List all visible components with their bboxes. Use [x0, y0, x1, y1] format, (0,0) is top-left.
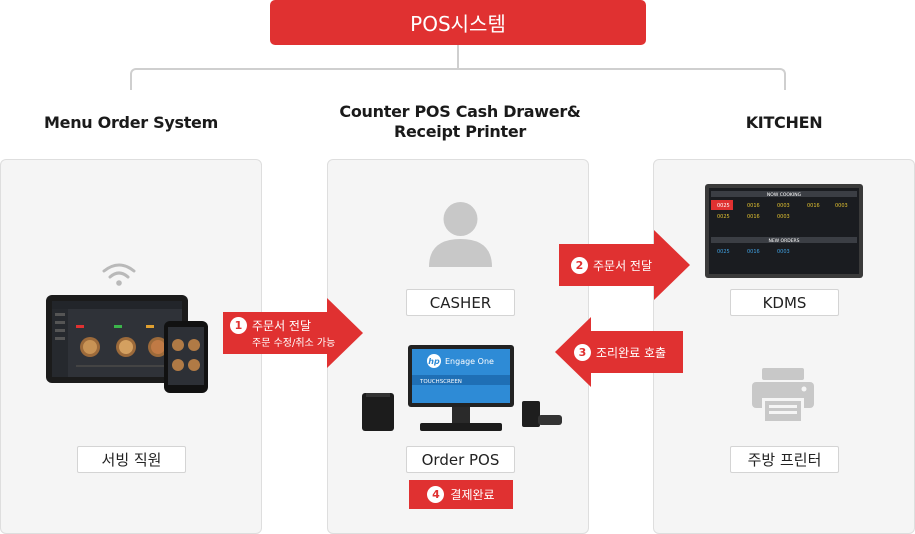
column-title-line1: Counter POS Cash Drawer&: [339, 102, 581, 121]
arrow-text: 3 조리완료 호출: [574, 331, 666, 373]
kds-cell: 0025: [717, 249, 730, 255]
kds-now-cooking: NOW COOKING: [767, 192, 802, 198]
arrow-text: 2 주문서 전달: [571, 244, 652, 286]
arrow-cooking-complete-3: 3 조리완료 호출: [555, 317, 683, 387]
kds-cell: 0003: [777, 214, 790, 220]
arrow-1-label: 주문서 전달: [252, 319, 312, 333]
arrow-head: [327, 298, 363, 368]
user-icon: [429, 202, 492, 267]
kds-cell: 0025: [717, 214, 730, 220]
column-title-menu-order: Menu Order System: [44, 113, 218, 132]
printer-icon: [752, 368, 814, 424]
kitchen-printer-label: 주방 프린터: [730, 446, 839, 473]
step-1-number: 1: [230, 317, 247, 334]
arrow-2-label: 주문서 전달: [593, 258, 653, 273]
kds-cell: 0016: [807, 203, 820, 209]
kds-cell: 0025: [717, 203, 730, 209]
arrow-order-transfer-2: 2 주문서 전달: [559, 230, 690, 300]
pos-screen-title: Engage One: [445, 357, 494, 366]
kds-cell: 0003: [777, 249, 790, 255]
order-pos-label: Order POS: [406, 446, 515, 473]
payment-complete-badge: 4 결제완료: [409, 480, 513, 509]
arrow-3-label: 조리완료 호출: [596, 345, 667, 360]
tablet-device-icon: [46, 295, 208, 393]
kds-cell: 0016: [747, 249, 760, 255]
arrow-text: 1 주문서 전달 주문 수정/취소 가능: [230, 312, 335, 354]
kdms-label: KDMS: [730, 289, 839, 316]
arrow-body: [591, 331, 683, 373]
kds-cell: 0016: [747, 214, 760, 220]
connector-horizontal: [130, 68, 786, 90]
serving-staff-label: 서빙 직원: [77, 446, 186, 473]
pos-screen-banner: TOUCHSCREEN: [419, 379, 462, 385]
column-title-counter-pos: Counter POS Cash Drawer& Receipt Printer: [310, 102, 610, 142]
arrow-order-transfer-1: 1 주문서 전달 주문 수정/취소 가능: [223, 298, 363, 368]
kds-new-orders: NEW ORDERS: [768, 238, 799, 244]
kds-cell: 0003: [777, 203, 790, 209]
kds-cell: 0016: [747, 203, 760, 209]
wifi-icon: [102, 263, 136, 286]
hp-logo-text: hp: [428, 357, 440, 366]
kds-monitor-icon: NOW COOKING 0025 0016 0003 0016 0003 002…: [705, 184, 863, 278]
payment-complete-text: 결제완료: [450, 488, 495, 502]
step-4-number: 4: [427, 486, 445, 503]
arrow-head: [654, 230, 690, 300]
step-3-number: 3: [574, 343, 591, 361]
casher-label: CASHER: [406, 289, 515, 316]
column-title-line2: Receipt Printer: [393, 122, 527, 141]
connector-vertical: [457, 45, 459, 69]
arrow-1-sublabel: 주문 수정/취소 가능: [252, 338, 336, 349]
pos-terminal-icon: hp Engage One TOUCHSCREEN: [362, 345, 562, 431]
pos-system-title: POS시스템: [270, 0, 646, 45]
column-title-kitchen: KITCHEN: [745, 113, 823, 132]
kds-cell: 0003: [835, 203, 848, 209]
step-2-number: 2: [571, 256, 588, 274]
